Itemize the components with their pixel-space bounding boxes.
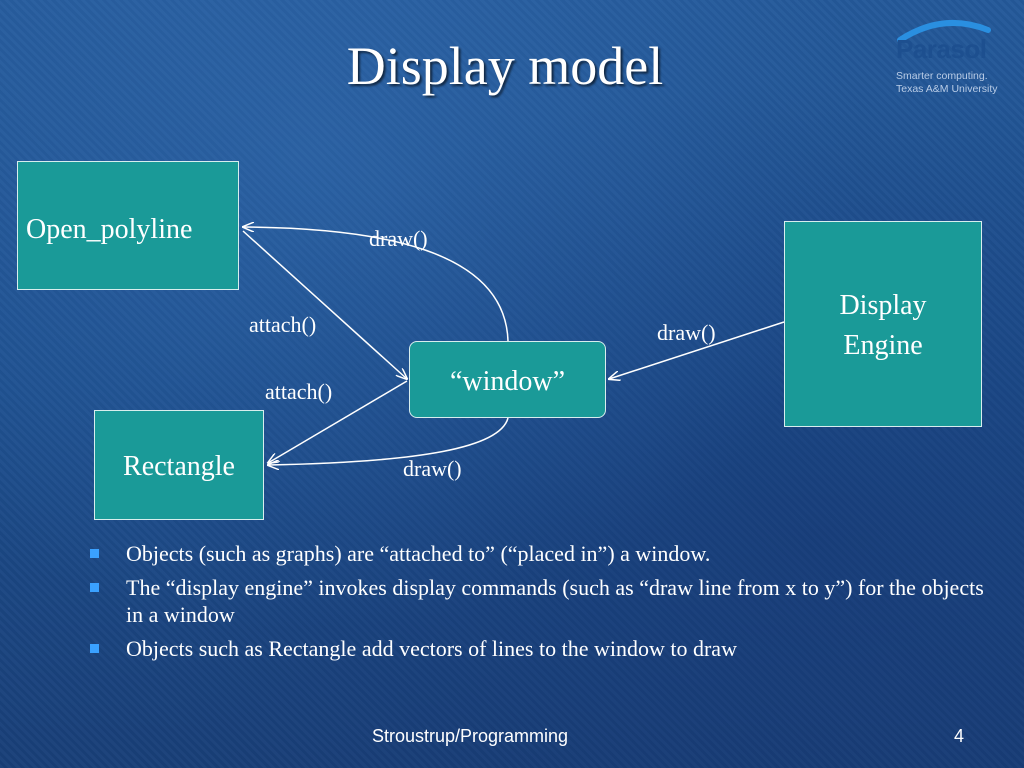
slide-title: Display model (346, 36, 664, 96)
draw-arrow-display-engine-to-window (609, 321, 785, 379)
display-engine-label-line2: Engine (843, 330, 923, 361)
bullet-item: Objects such as Rectangle add vectors of… (88, 635, 988, 662)
bullet-list: Objects (such as graphs) are “attached t… (88, 540, 988, 669)
display-engine-box: Display Engine (784, 221, 982, 427)
draw-label-right: draw() (657, 320, 716, 345)
bullet-text: The “display engine” invokes display com… (126, 575, 984, 627)
display-engine-label-line1: Display (839, 290, 927, 321)
bullet-text: Objects such as Rectangle add vectors of… (126, 636, 737, 661)
window-label: “window” (449, 366, 566, 397)
draw-label-top: draw() (369, 226, 428, 251)
bullet-square-icon (90, 644, 99, 653)
attach-arrow-open-polyline-to-window (242, 230, 407, 379)
bullet-square-icon (90, 583, 99, 592)
parasol-logo: Parasol Smarter computing. Texas A&M Uni… (888, 14, 1013, 99)
open-polyline-label: Open_polyline (26, 214, 193, 245)
bullet-item: The “display engine” invokes display com… (88, 574, 988, 628)
logo-name: Parasol (896, 34, 987, 64)
logo-swoosh-icon (897, 19, 991, 43)
open-polyline-box: Open_polyline (17, 161, 239, 290)
draw-arrow-window-to-rectangle (268, 417, 509, 465)
window-box: “window” (409, 341, 606, 418)
logo-tagline-2: Texas A&M University (896, 83, 998, 95)
bullet-text: Objects (such as graphs) are “attached t… (126, 541, 711, 566)
attach-label-upper: attach() (249, 312, 317, 337)
draw-label-bottom: draw() (403, 456, 462, 481)
bullet-square-icon (90, 549, 99, 558)
rectangle-box: Rectangle (94, 410, 264, 520)
attach-label-lower: attach() (265, 379, 333, 404)
page-number: 4 (953, 726, 964, 746)
attach-arrow-window-to-rectangle (268, 380, 408, 463)
bullet-item: Objects (such as graphs) are “attached t… (88, 540, 988, 567)
rectangle-label: Rectangle (123, 451, 235, 482)
draw-arrow-window-to-open-polyline (243, 227, 509, 342)
footer-text: Stroustrup/Programming (371, 726, 569, 746)
logo-tagline-1: Smarter computing. (896, 70, 988, 82)
